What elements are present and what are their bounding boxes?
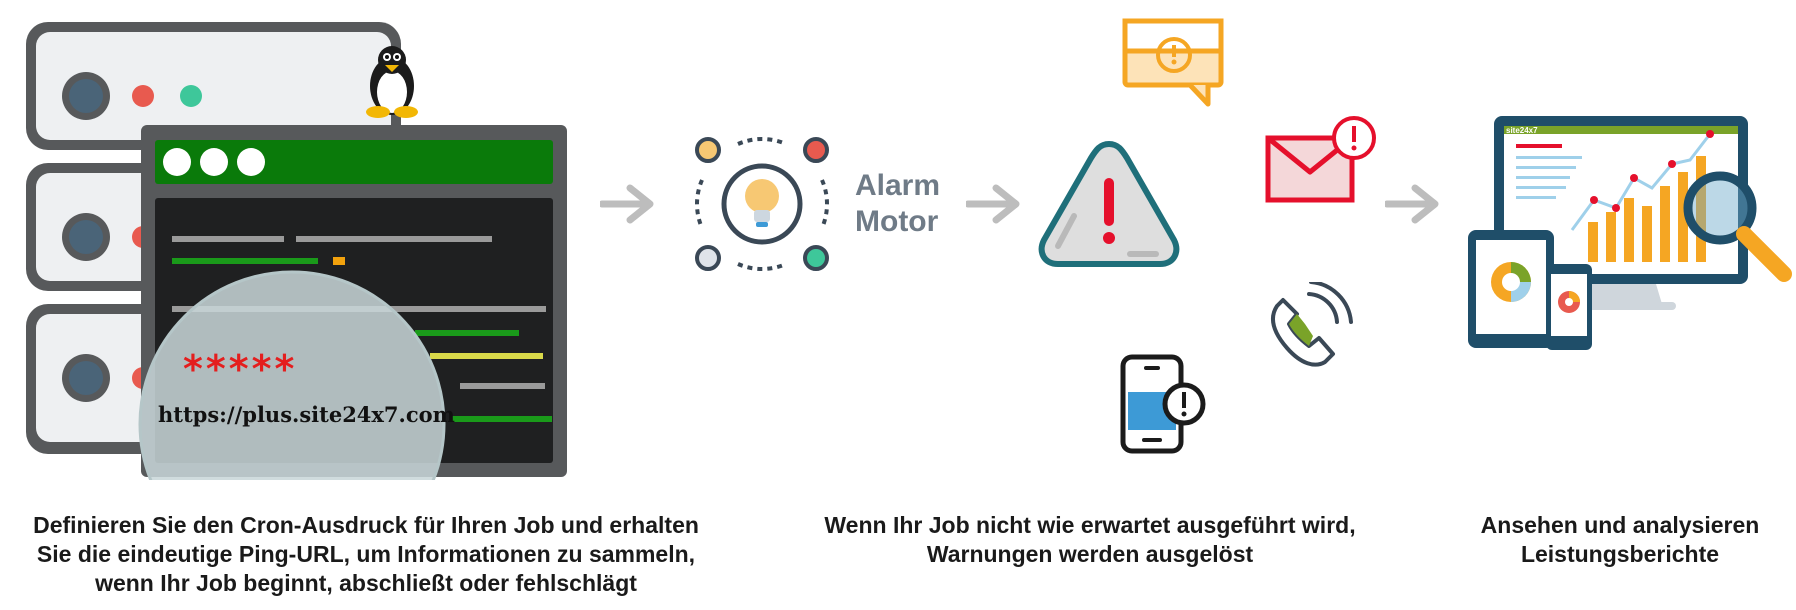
phone-call-icon bbox=[1270, 282, 1353, 367]
warning-triangle-icon bbox=[1038, 141, 1180, 267]
report-brand-logo: site24x7 bbox=[1506, 126, 1538, 135]
arrow-right-icon bbox=[1385, 184, 1439, 224]
caption-line: Leistungsberichte bbox=[1520, 541, 1720, 567]
chat-alert-icon bbox=[1122, 18, 1224, 107]
masked-secret: ***** bbox=[183, 347, 298, 391]
server-rack-top bbox=[26, 22, 401, 150]
caption-line: Warnungen werden ausgelöst bbox=[926, 541, 1254, 567]
caption-line: Definieren Sie den Cron-Ausdruck für Ihr… bbox=[33, 512, 699, 538]
alarm-engine-label: Alarm Motor bbox=[855, 168, 940, 240]
linux-penguin-icon bbox=[366, 46, 418, 118]
arrow-right-icon bbox=[966, 184, 1020, 224]
step-1-caption: Definieren Sie den Cron-Ausdruck für Ihr… bbox=[10, 511, 722, 598]
caption-line: Ansehen und analysieren bbox=[1480, 512, 1760, 538]
mobile-alert-icon bbox=[1120, 354, 1206, 454]
alarm-engine-icon bbox=[694, 136, 830, 272]
step-2-caption: Wenn Ihr Job nicht wie erwartet ausgefüh… bbox=[780, 511, 1400, 569]
caption-line: Sie die eindeutige Ping-URL, um Informat… bbox=[36, 541, 696, 567]
ping-url: https://plus.site24x7.com bbox=[158, 402, 455, 427]
monitor-report-icon bbox=[1468, 116, 1792, 350]
alarm-label-line-1: Alarm bbox=[855, 169, 941, 202]
server-illustration bbox=[26, 22, 567, 480]
email-alert-icon bbox=[1265, 116, 1376, 203]
caption-line: Wenn Ihr Job nicht wie erwartet ausgefüh… bbox=[824, 512, 1356, 538]
step-3-caption: Ansehen und analysieren Leistungsbericht… bbox=[1450, 511, 1790, 569]
magnifier-icon bbox=[138, 270, 446, 480]
alarm-label-line-2: Motor bbox=[855, 205, 939, 238]
caption-line: wenn Ihr Job beginnt, abschließt oder fe… bbox=[95, 570, 637, 596]
arrow-right-icon bbox=[600, 184, 654, 224]
